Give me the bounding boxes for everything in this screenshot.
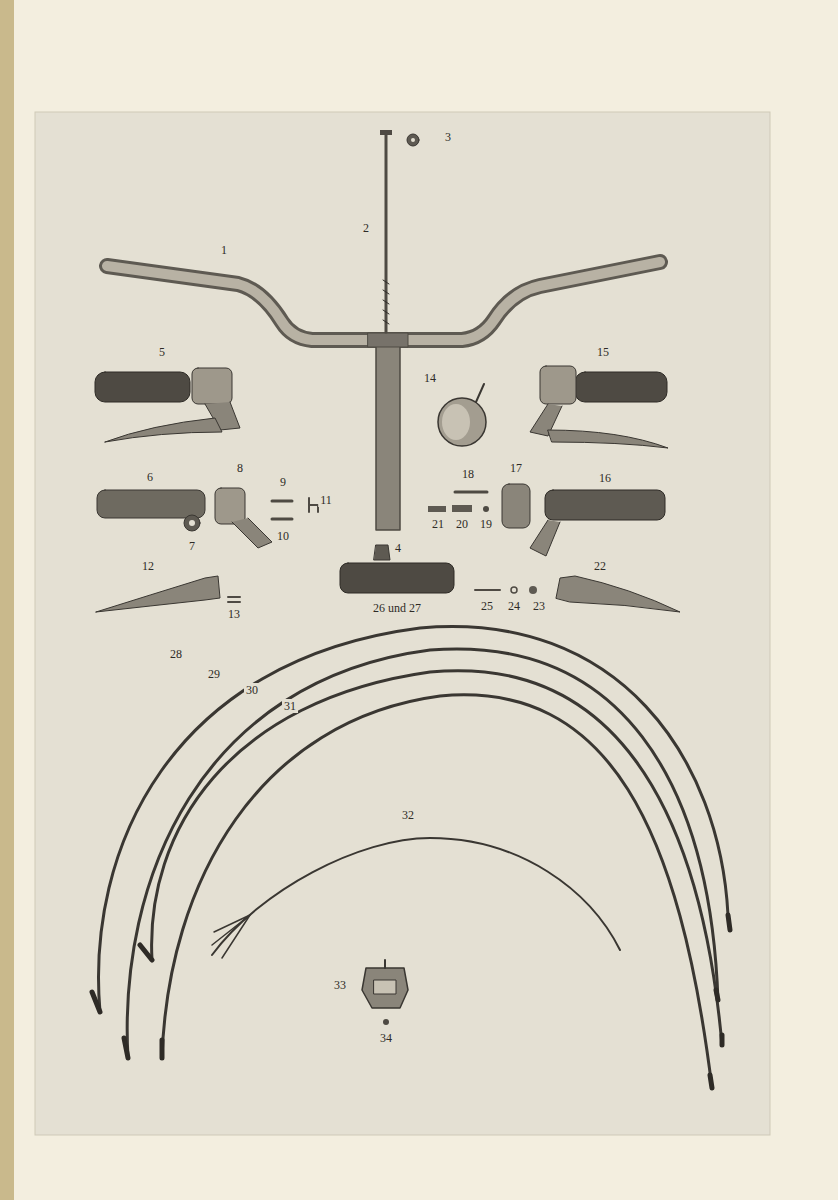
callout-number: 24: [506, 599, 522, 613]
callout-number: 4: [393, 541, 403, 555]
callout-number: 15: [595, 345, 611, 359]
thread: [383, 280, 389, 324]
ball: [483, 506, 489, 512]
lever-bracket: [232, 518, 272, 548]
bell-lever: [476, 384, 484, 402]
lever: [96, 576, 220, 612]
callout-number: 16: [597, 471, 613, 485]
callout-number: 3: [443, 130, 453, 144]
nut-hole: [411, 138, 415, 142]
callout-number: 8: [235, 461, 245, 475]
twist-housing: [502, 484, 530, 528]
screw: [272, 501, 292, 519]
callout-number: 19: [478, 517, 494, 531]
callout-number: 9: [278, 475, 288, 489]
callout-number: 28: [168, 647, 184, 661]
pin: [228, 597, 240, 602]
callout-number: 29: [206, 667, 222, 681]
screw: [383, 1019, 389, 1025]
callout-number: 5: [157, 345, 167, 359]
grip: [95, 372, 190, 402]
washer: [511, 587, 517, 593]
callout-number: 31: [282, 699, 298, 713]
handlebar-highlight: [107, 262, 660, 340]
callout-number: 26 und 27: [371, 601, 423, 615]
callout-number: 22: [592, 559, 608, 573]
nut: [529, 586, 537, 594]
callout-number: 30: [244, 683, 260, 697]
callout-number: 12: [140, 559, 156, 573]
callout-number: 7: [187, 539, 197, 553]
cone-nut: [374, 545, 390, 560]
switch-face: [374, 980, 396, 994]
grip: [575, 372, 667, 402]
callout-number: 25: [479, 599, 495, 613]
washer-hole: [189, 520, 195, 526]
pin: [475, 589, 500, 591]
grip-rubber: [340, 563, 454, 593]
lever: [556, 576, 680, 612]
wire-harness: [212, 838, 620, 955]
twist-grip: [545, 490, 665, 520]
callout-number: 13: [226, 607, 242, 621]
callout-number: 23: [531, 599, 547, 613]
clamp: [368, 333, 408, 347]
callout-number: 6: [145, 470, 155, 484]
cable-end: [92, 915, 730, 1088]
lever: [105, 418, 222, 442]
grip-rubber: [97, 490, 205, 518]
lever-housing: [540, 366, 576, 404]
callout-number: 33: [332, 978, 348, 992]
callout-number: 2: [361, 221, 371, 235]
pin: [452, 505, 472, 512]
switch-knob: [384, 960, 386, 968]
callout-number: 1: [219, 243, 229, 257]
cable: [162, 695, 712, 1088]
handlebar: [107, 262, 660, 340]
cable: [152, 671, 722, 1045]
grip-bracket: [530, 520, 560, 556]
clip: [309, 498, 318, 512]
lever: [548, 430, 668, 448]
lever-housing: [215, 488, 245, 524]
callout-number: 18: [460, 467, 476, 481]
cable: [99, 627, 728, 1012]
callout-number: 34: [378, 1031, 394, 1045]
callout-number: 11: [318, 493, 334, 507]
callout-number: 21: [430, 517, 446, 531]
callout-number: 17: [508, 461, 524, 475]
callout-number: 20: [454, 517, 470, 531]
spring: [428, 506, 446, 512]
wire-ends: [212, 915, 250, 958]
screw: [455, 491, 487, 494]
lever-housing: [192, 368, 232, 404]
callout-number: 14: [422, 371, 438, 385]
washer: [184, 515, 200, 531]
callout-number: 10: [275, 529, 291, 543]
stem-tube: [376, 338, 400, 530]
bolt-head: [380, 130, 392, 135]
bell-shine: [442, 404, 470, 440]
nut: [407, 134, 419, 146]
callout-number: 32: [400, 808, 416, 822]
plate-panel: [35, 112, 770, 1135]
switch-box: [362, 968, 408, 1008]
page-edge: [0, 0, 14, 1200]
bell: [438, 398, 486, 446]
